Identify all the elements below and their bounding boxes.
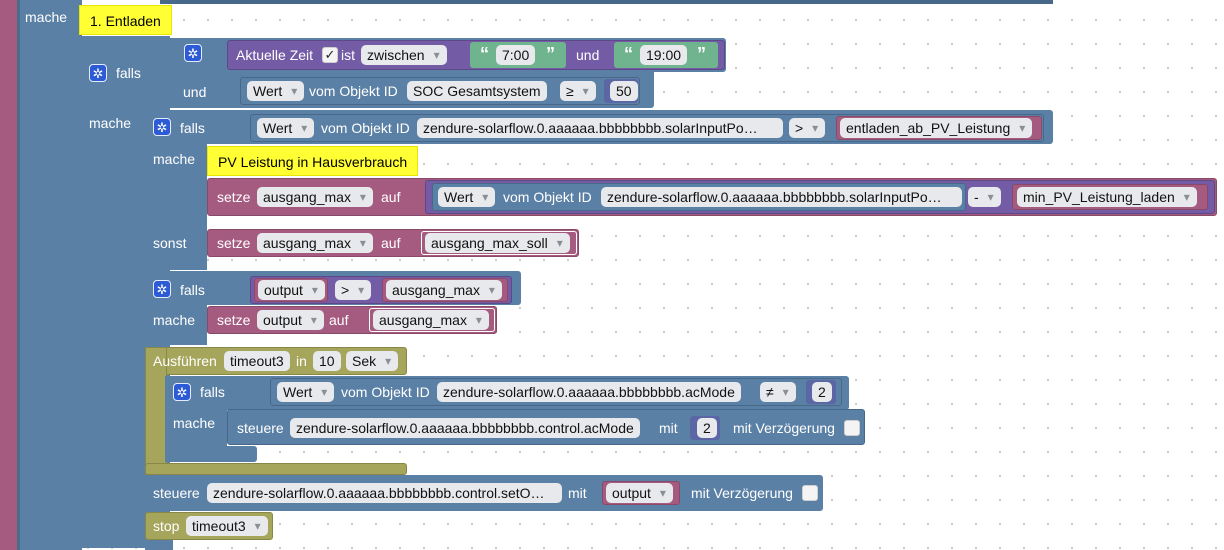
output-operator-dropdown[interactable]: > <box>335 280 372 300</box>
set1-var-dropdown[interactable]: ausgang_max <box>257 187 373 207</box>
quote-open-icon-2: “ <box>624 44 633 64</box>
pv-object-label: vom Objekt ID <box>321 120 410 136</box>
if-pv-gear-icon[interactable]: ✲ <box>153 118 171 136</box>
execute-label: Ausführen <box>153 353 217 369</box>
control1-value-input[interactable]: 2 <box>697 418 717 438</box>
if-pv-label: falls <box>180 120 205 136</box>
outer-block-edge-inner <box>17 0 20 550</box>
current-time-label: Aktuelle Zeit <box>236 47 314 63</box>
soc-object-id[interactable]: SOC Gesamtsystem <box>407 81 547 101</box>
timeout-name-input[interactable]: timeout3 <box>224 351 290 371</box>
if-output-gear-icon[interactable]: ✲ <box>153 280 171 298</box>
in-label: in <box>296 353 307 369</box>
set3-to-label: auf <box>329 312 349 328</box>
set2-to-label: auf <box>381 235 401 251</box>
pv-threshold-var[interactable]: entladen_ab_PV_Leistung <box>840 118 1033 138</box>
time-from-input[interactable]: 7:00 <box>496 45 536 65</box>
control2-with-label: mit <box>568 485 587 501</box>
if-gear-icon[interactable]: ✲ <box>89 64 107 82</box>
time-checkbox[interactable]: ✓ <box>322 47 338 63</box>
if-pv-do-label: mache <box>153 151 196 167</box>
else-label: sonst <box>153 235 187 251</box>
quote-close-icon: ” <box>546 44 555 64</box>
timeout-value-input[interactable]: 10 <box>313 351 341 371</box>
comment-entladen[interactable]: 1. Entladen <box>79 5 172 35</box>
control1-label: steuere <box>237 420 284 436</box>
set1-object-label: vom Objekt ID <box>503 189 592 205</box>
stop-label: stop <box>153 518 180 534</box>
set3-label: setze <box>217 312 251 328</box>
if-acmode-do-label: mache <box>173 415 216 431</box>
subtract-operator-dropdown[interactable]: - <box>968 187 1001 207</box>
control2-delay-checkbox[interactable] <box>802 485 818 501</box>
and-time-label: und <box>576 47 600 63</box>
control1-delay-label: mit Verzögerung <box>733 420 835 436</box>
and-gear-icon[interactable]: ✲ <box>184 44 202 62</box>
comment-pv-leistung[interactable]: PV Leistung in Hausverbrauch <box>207 146 419 176</box>
outer-do-block[interactable] <box>20 0 82 550</box>
soc-field-dropdown[interactable]: Wert <box>247 81 305 101</box>
soc-operator-dropdown[interactable]: ≥ <box>560 81 596 101</box>
outer-block-edge <box>0 0 17 550</box>
set3-var-dropdown[interactable]: output <box>257 310 324 330</box>
else-row[interactable] <box>145 226 207 260</box>
control1-object-id[interactable]: zendure-solarflow.0.aaaaaa.bbbbbbbb.cont… <box>290 418 640 438</box>
bottom-connector <box>145 540 173 550</box>
acmode-object-label: vom Objekt ID <box>341 384 430 400</box>
timeout-unit-dropdown[interactable]: Sek <box>346 351 399 371</box>
and-label: und <box>183 84 207 100</box>
set1-field-dropdown[interactable]: Wert <box>438 187 496 207</box>
if-output-label: falls <box>180 282 205 298</box>
pv-object-id[interactable]: zendure-solarflow.0.aaaaaa.bbbbbbbb.sola… <box>417 118 783 138</box>
soc-value-input[interactable]: 50 <box>610 81 638 101</box>
set1-to-label: auf <box>381 189 401 205</box>
soc-object-label: vom Objekt ID <box>309 83 398 99</box>
ausgang-max-var[interactable]: ausgang_max <box>386 280 502 300</box>
if-acmode-label: falls <box>200 384 225 400</box>
if-acmode-gear-icon[interactable]: ✲ <box>173 383 191 401</box>
min-pv-var[interactable]: min_PV_Leistung_laden <box>1017 187 1197 207</box>
set1-object-id[interactable]: zendure-solarflow.0.aaaaaa.bbbbbbbb.sola… <box>601 187 962 207</box>
set2-label: setze <box>217 235 251 251</box>
control2-object-id[interactable]: zendure-solarflow.0.aaaaaa.bbbbbbbb.cont… <box>207 483 562 503</box>
top-block-edge <box>160 0 1053 4</box>
quote-close-icon-2: ” <box>697 44 706 64</box>
control1-with-label: mit <box>659 420 678 436</box>
acmode-operator-dropdown[interactable]: ≠ <box>760 382 796 402</box>
acmode-object-id[interactable]: zendure-solarflow.0.aaaaaa.bbbbbbbb.acMo… <box>437 382 741 402</box>
control2-label: steuere <box>153 485 200 501</box>
if-do-label: mache <box>89 115 132 131</box>
acmode-value-input[interactable]: 2 <box>812 382 832 402</box>
quote-open-icon: “ <box>480 44 489 64</box>
acmode-field-dropdown[interactable]: Wert <box>277 382 335 402</box>
outer-do-label: mache <box>25 9 68 25</box>
if-label: falls <box>116 65 141 81</box>
if-output-do-label: mache <box>153 312 196 328</box>
pv-operator-dropdown[interactable]: > <box>789 118 826 138</box>
output-var[interactable]: output <box>258 280 325 300</box>
stop-timeout-dropdown[interactable]: timeout3 <box>186 516 268 536</box>
time-to-input[interactable]: 19:00 <box>640 45 688 65</box>
control2-delay-label: mit Verzögerung <box>691 485 793 501</box>
pv-field-dropdown[interactable]: Wert <box>257 118 315 138</box>
control2-value-var[interactable]: output <box>606 483 673 503</box>
set2-var-dropdown[interactable]: ausgang_max <box>257 233 373 253</box>
set3-value-var[interactable]: ausgang_max <box>373 310 489 330</box>
is-label: ist <box>341 47 355 63</box>
timeout-footer <box>145 463 407 475</box>
time-mode-dropdown[interactable]: zwischen <box>361 45 447 65</box>
set2-value-var[interactable]: ausgang_max_soll <box>425 233 570 253</box>
set-label: setze <box>217 189 251 205</box>
control1-delay-checkbox[interactable] <box>844 420 860 436</box>
if-acmode-footer <box>165 446 257 462</box>
